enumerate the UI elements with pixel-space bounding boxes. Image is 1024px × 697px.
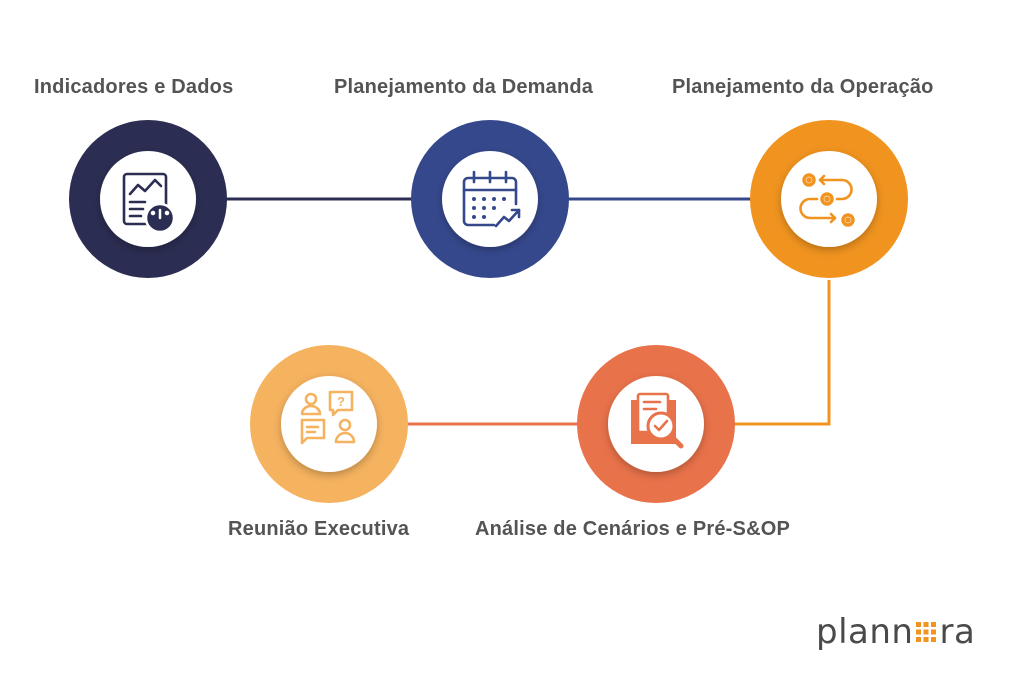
dashboard-chart-icon	[122, 172, 176, 234]
logo-text-right: ra	[939, 612, 976, 652]
svg-text:?: ?	[337, 394, 345, 409]
logo-text-left: plann	[816, 612, 914, 652]
calendar-trend-icon	[462, 170, 521, 228]
step-operacao-circle	[750, 120, 908, 278]
step-label-operacao: Planejamento da Operação	[672, 76, 934, 98]
connector-3-4	[732, 280, 831, 426]
step-demanda-circle	[411, 120, 569, 278]
document-search-icon	[631, 392, 684, 449]
step-reuniao-circle: ?	[250, 345, 408, 503]
step-label-demanda: Planejamento da Demanda	[334, 76, 594, 98]
plannera-logo: plann ra	[816, 612, 975, 652]
step-indicadores-circle	[69, 120, 227, 278]
meeting-chat-icon: ?	[300, 390, 356, 445]
step-label-reuniao: Reunião Executiva	[228, 518, 410, 540]
step-label-analise: Análise de Cenários e Pré-S&OP	[475, 518, 791, 540]
step-analise-circle	[577, 345, 735, 503]
logo-dots-mark	[916, 622, 937, 642]
step-label-indicadores: Indicadores e Dados	[34, 76, 234, 98]
process-gears-icon	[799, 173, 855, 227]
